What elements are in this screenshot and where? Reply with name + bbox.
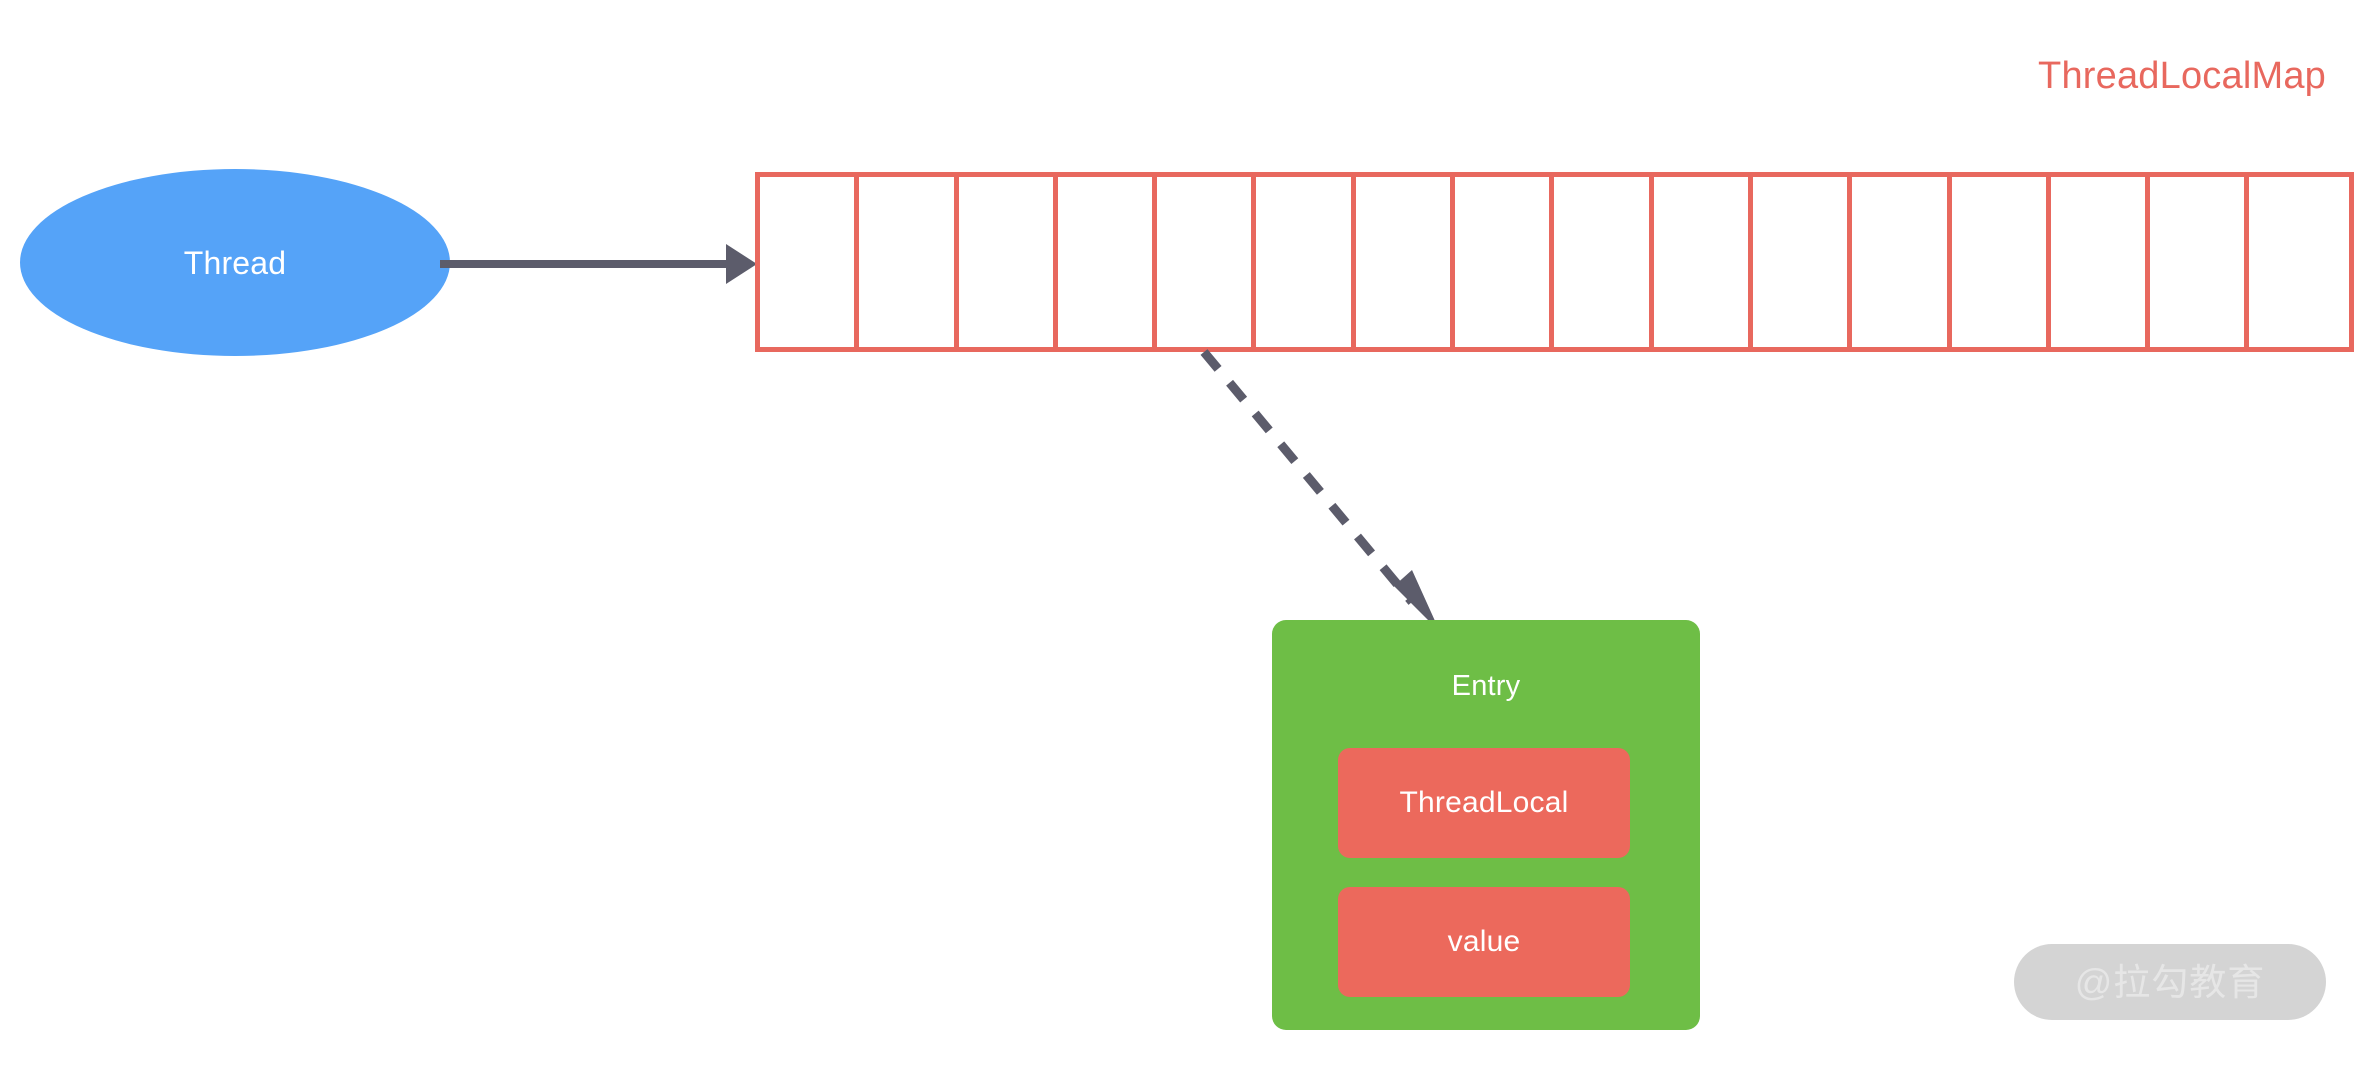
entry-field: value bbox=[1338, 887, 1630, 997]
map-cell[interactable] bbox=[958, 177, 1058, 347]
map-cell[interactable] bbox=[1355, 177, 1456, 347]
thread-node: Thread bbox=[20, 169, 450, 356]
map-cell[interactable] bbox=[1455, 177, 1555, 347]
map-cell[interactable] bbox=[1653, 177, 1753, 347]
map-cell[interactable] bbox=[2249, 177, 2349, 347]
map-cell[interactable] bbox=[2150, 177, 2250, 347]
entry-field-label: value bbox=[1447, 925, 1521, 958]
entry-field-label: ThreadLocal bbox=[1399, 786, 1569, 819]
thread-node-label: Thread bbox=[183, 244, 287, 281]
map-cell[interactable] bbox=[1256, 177, 1356, 347]
map-cell[interactable] bbox=[1057, 177, 1158, 347]
map-cell[interactable] bbox=[2050, 177, 2151, 347]
map-cell[interactable] bbox=[859, 177, 959, 347]
entry-field: ThreadLocal bbox=[1338, 748, 1630, 858]
watermark-badge: @拉勾教育 bbox=[2014, 944, 2326, 1020]
map-cell[interactable] bbox=[760, 177, 860, 347]
map-cell[interactable] bbox=[1554, 177, 1654, 347]
watermark-label: @拉勾教育 bbox=[2074, 961, 2266, 1003]
entry-field-list: ThreadLocal value bbox=[1338, 748, 1630, 997]
entry-node-title: Entry bbox=[1451, 670, 1521, 702]
map-cell[interactable] bbox=[1157, 177, 1257, 347]
thread-to-map-arrow bbox=[440, 238, 770, 290]
map-cell[interactable] bbox=[1852, 177, 1952, 347]
threadlocalmap-table bbox=[755, 172, 2354, 352]
entry-node: Entry ThreadLocal value bbox=[1272, 620, 1700, 1030]
map-cell[interactable] bbox=[1951, 177, 2051, 347]
cell-to-entry-arrow bbox=[1180, 340, 1470, 640]
map-cell[interactable] bbox=[1752, 177, 1853, 347]
page-title: ThreadLocalMap bbox=[2038, 55, 2326, 97]
